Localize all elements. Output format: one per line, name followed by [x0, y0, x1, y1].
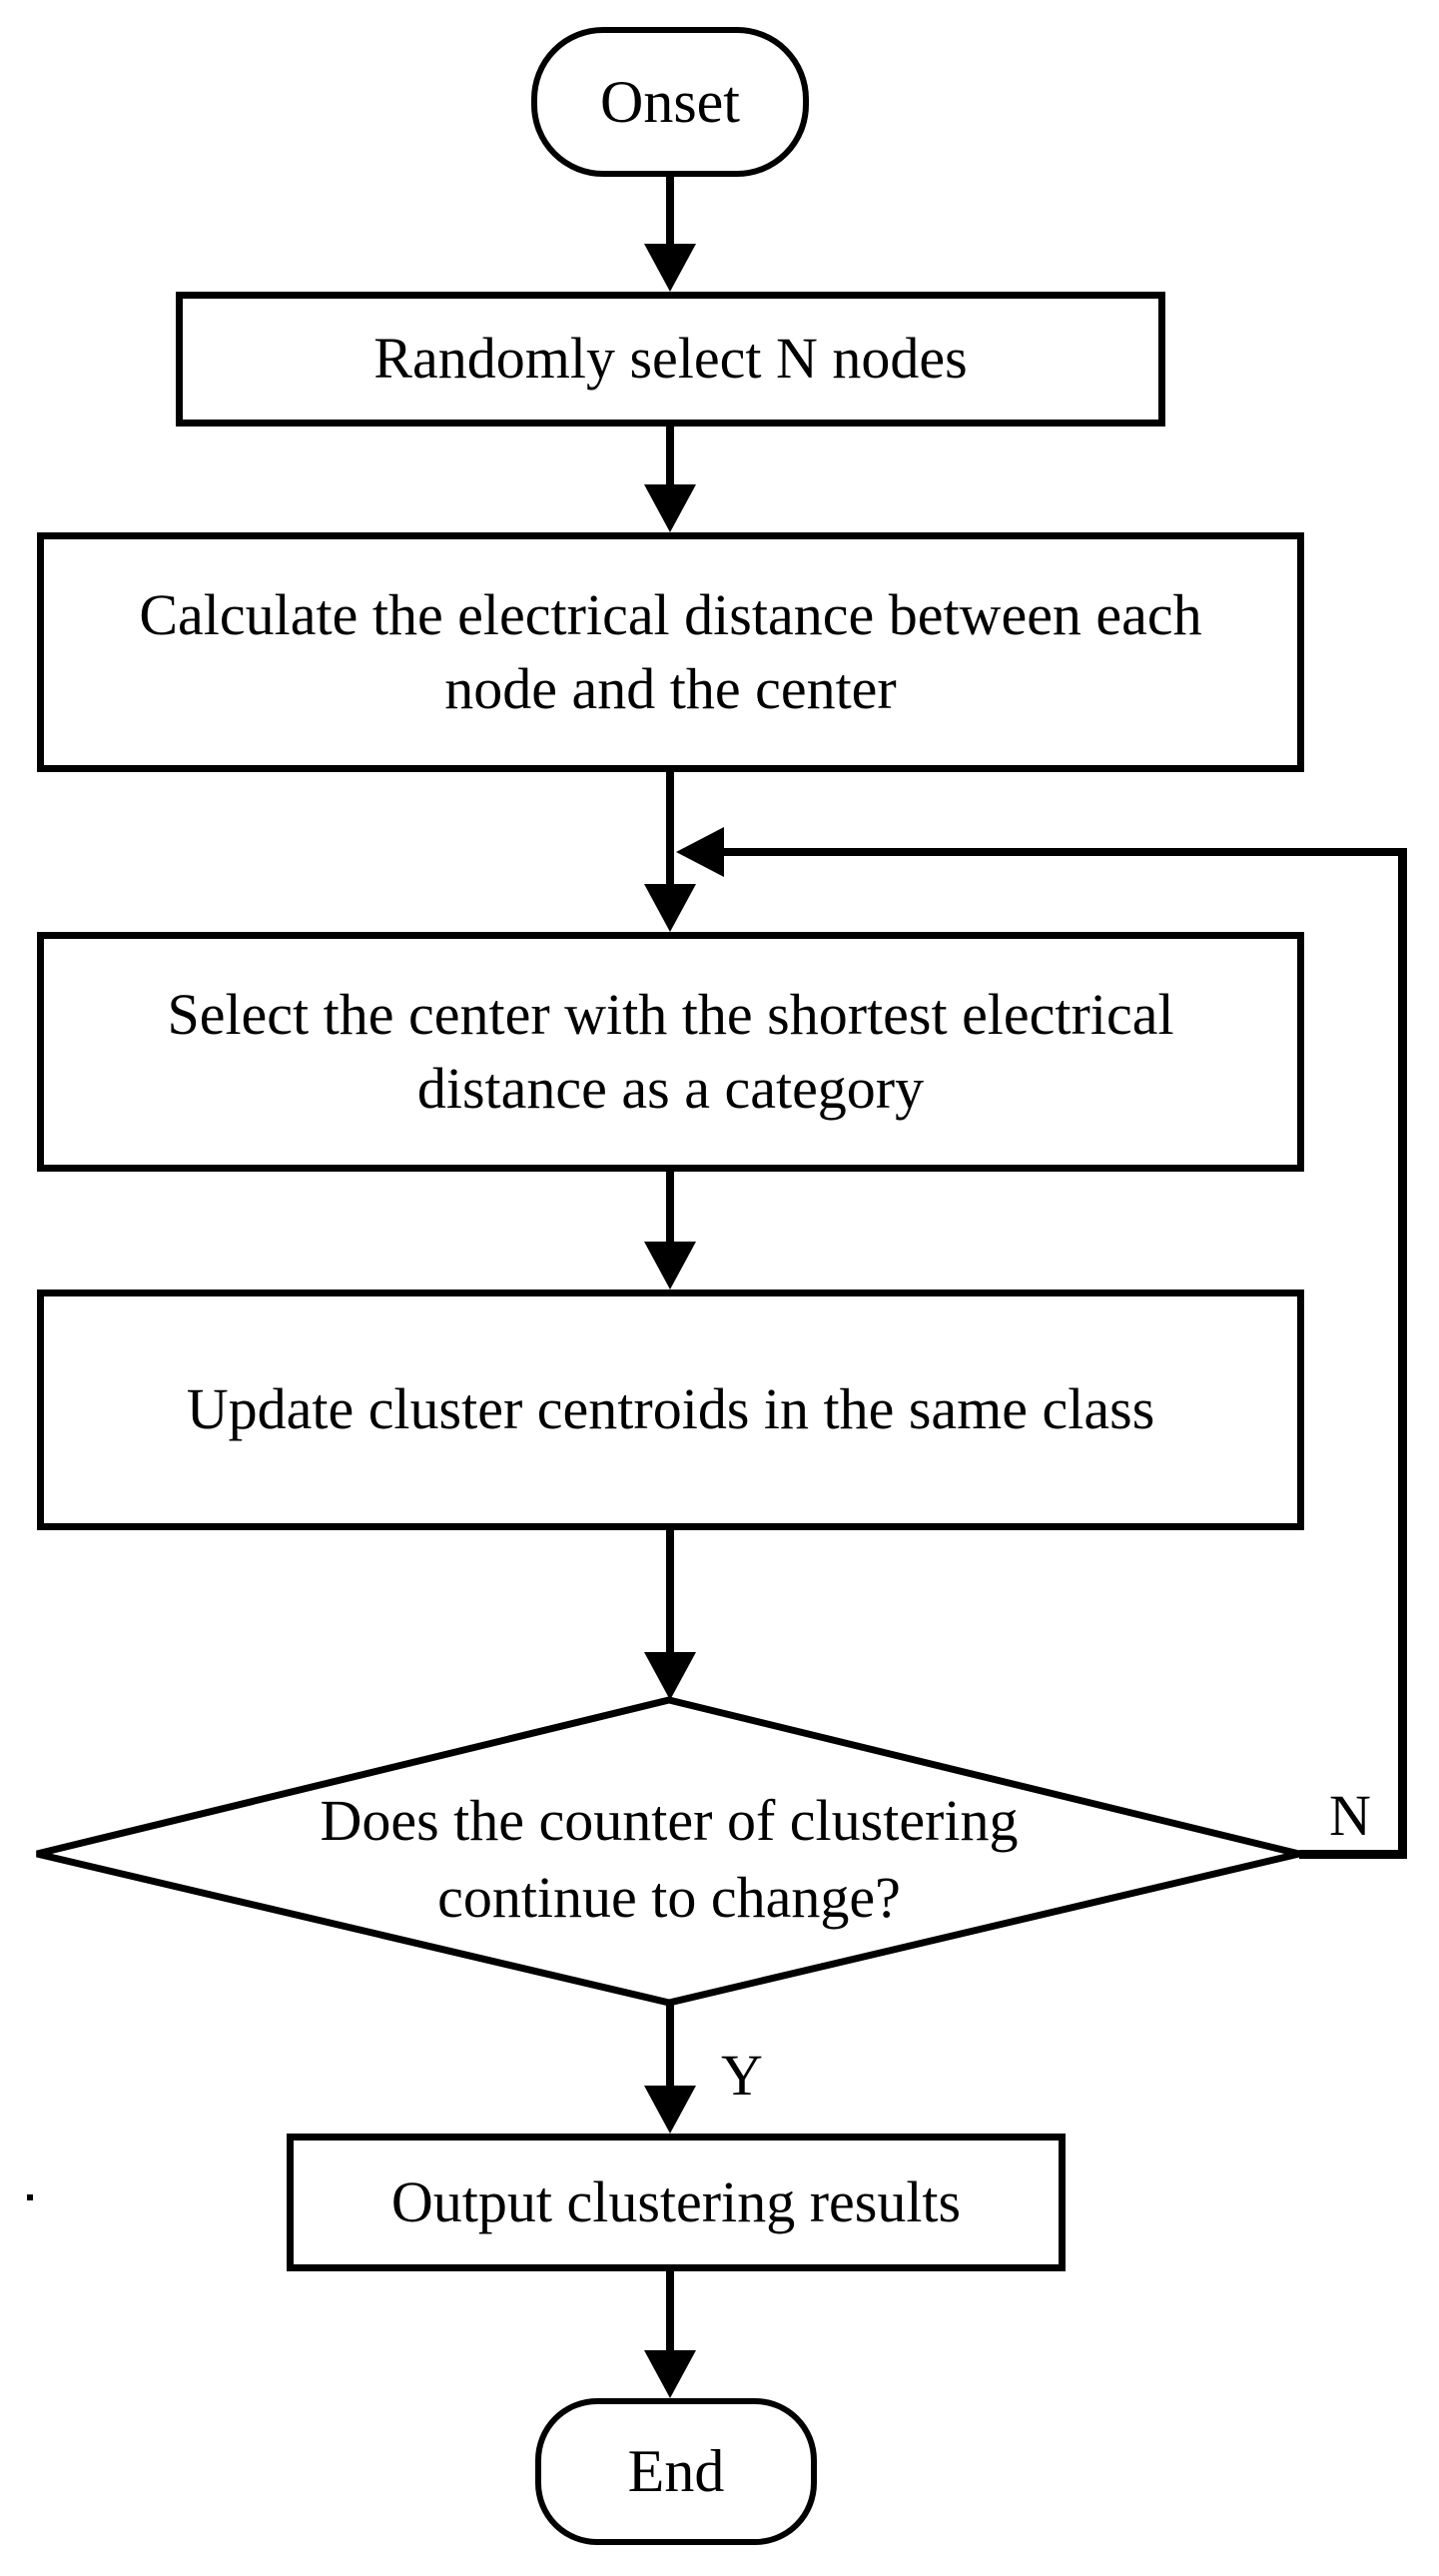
edge-select-to-calc-line [666, 424, 674, 484]
node-output-results-process: Output clustering results [287, 2134, 1066, 2271]
loop-no-top-line [722, 848, 1407, 856]
edge-output-to-end-line [666, 2268, 674, 2352]
node-select-nodes-label: Randomly select N nodes [373, 326, 968, 392]
edge-decision-to-output-line [666, 2000, 674, 2088]
node-end-label: End [627, 2438, 725, 2505]
node-start-terminator: Onset [531, 27, 809, 177]
edge-update-to-decision-line [666, 1528, 674, 1654]
edge-center-to-update-arrowhead-icon [644, 1242, 696, 1289]
node-select-center-process: Select the center with the shortest elec… [37, 932, 1304, 1172]
edge-calc-to-center-arrowhead-icon [644, 884, 696, 932]
node-decision-label: Does the counter of clustering continue … [320, 1788, 1019, 1930]
branch-no-label: N [1329, 1783, 1371, 1848]
node-update-centroids-process: Update cluster centroids in the same cla… [37, 1289, 1304, 1530]
node-end-terminator: End [535, 2398, 817, 2545]
scan-speck-artifact [27, 2194, 33, 2200]
node-update-centroids-label: Update cluster centroids in the same cla… [186, 1376, 1155, 1442]
node-select-center-label: Select the center with the shortest elec… [167, 981, 1174, 1121]
edge-update-to-decision-arrowhead-icon [644, 1652, 696, 1700]
edge-decision-to-output-arrowhead-icon [644, 2086, 696, 2134]
edge-calc-to-center-line [666, 769, 674, 886]
loop-no-arrowhead-icon [676, 827, 724, 877]
node-calc-distance-process: Calculate the electrical distance betwee… [37, 532, 1304, 772]
node-start-label: Onset [600, 68, 740, 135]
edge-select-to-calc-arrowhead-icon [644, 484, 696, 532]
edge-start-to-select-arrowhead-icon [644, 244, 696, 292]
branch-yes-label: Y [721, 2043, 763, 2108]
loop-no-bottom-line [1299, 1850, 1407, 1859]
edge-start-to-select-line [666, 172, 674, 244]
node-output-results-label: Output clustering results [390, 2168, 962, 2234]
node-select-nodes-process: Randomly select N nodes [176, 292, 1165, 427]
edge-output-to-end-arrowhead-icon [644, 2350, 696, 2398]
loop-no-vertical-line [1398, 848, 1407, 1859]
edge-center-to-update-line [666, 1169, 674, 1244]
node-calc-distance-label: Calculate the electrical distance betwee… [139, 581, 1202, 721]
